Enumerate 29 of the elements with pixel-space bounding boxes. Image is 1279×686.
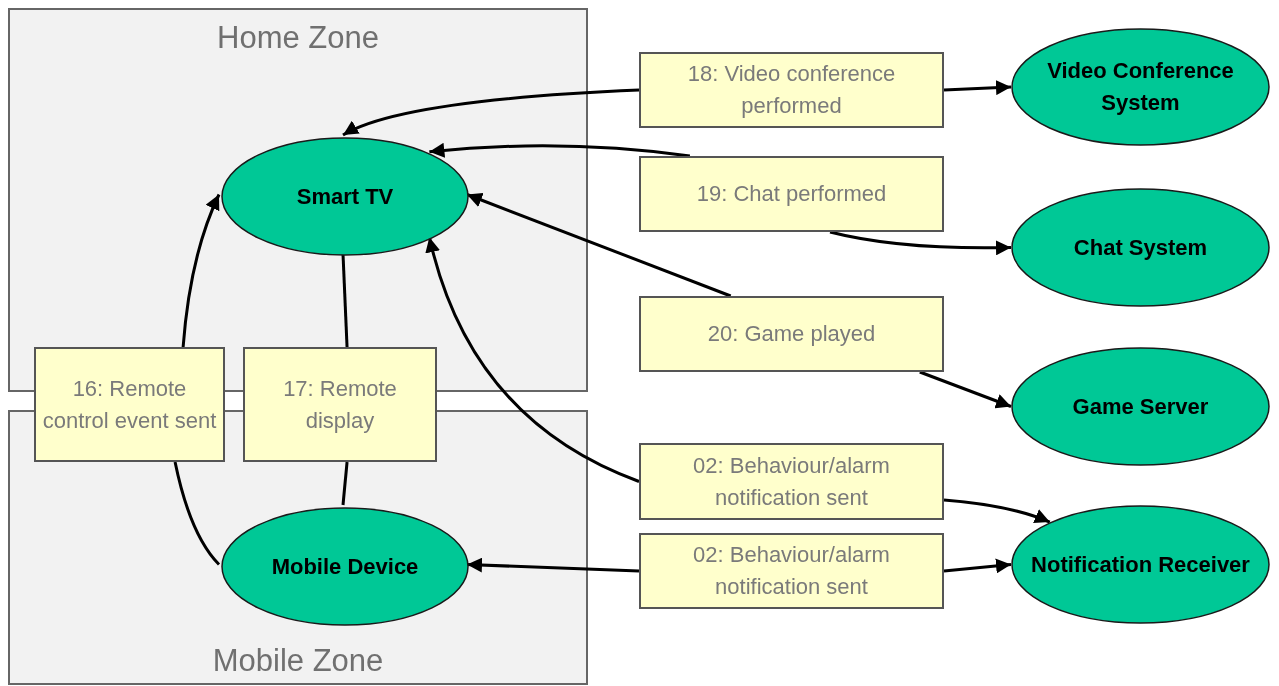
system-ellipse: Mobile Device — [221, 507, 469, 626]
arrow — [342, 88, 640, 137]
system-ellipse: Game Server — [1011, 347, 1270, 466]
zone-title: Home Zone — [216, 20, 380, 56]
connector-line — [173, 461, 221, 566]
arrow — [466, 557, 640, 573]
system-ellipse: Chat System — [1011, 188, 1270, 307]
message-box: 02: Behaviour/alarm notification sent — [639, 443, 944, 520]
system-ellipse: Smart TV — [221, 137, 469, 256]
arrow — [466, 192, 732, 298]
system-ellipse: Notification Receiver — [1011, 505, 1270, 624]
arrow — [943, 80, 1012, 96]
arrow — [425, 236, 640, 483]
arrow — [429, 142, 691, 158]
message-box: 19: Chat performed — [639, 156, 944, 232]
system-ellipse: Video Conference System — [1011, 28, 1270, 146]
arrow — [943, 558, 1012, 574]
message-box: 20: Game played — [639, 296, 944, 372]
arrow — [181, 193, 221, 348]
arrow — [829, 230, 1012, 256]
arrow — [919, 370, 1012, 409]
message-box: 16: Remote control event sent — [34, 347, 225, 462]
message-box: 17: Remote display — [243, 347, 437, 462]
message-box: 18: Video conference performed — [639, 52, 944, 128]
connector-line — [341, 461, 349, 506]
connector-line — [341, 253, 349, 348]
arrow — [943, 498, 1051, 524]
zone-title: Mobile Zone — [211, 643, 385, 679]
message-box: 02: Behaviour/alarm notification sent — [639, 533, 944, 609]
